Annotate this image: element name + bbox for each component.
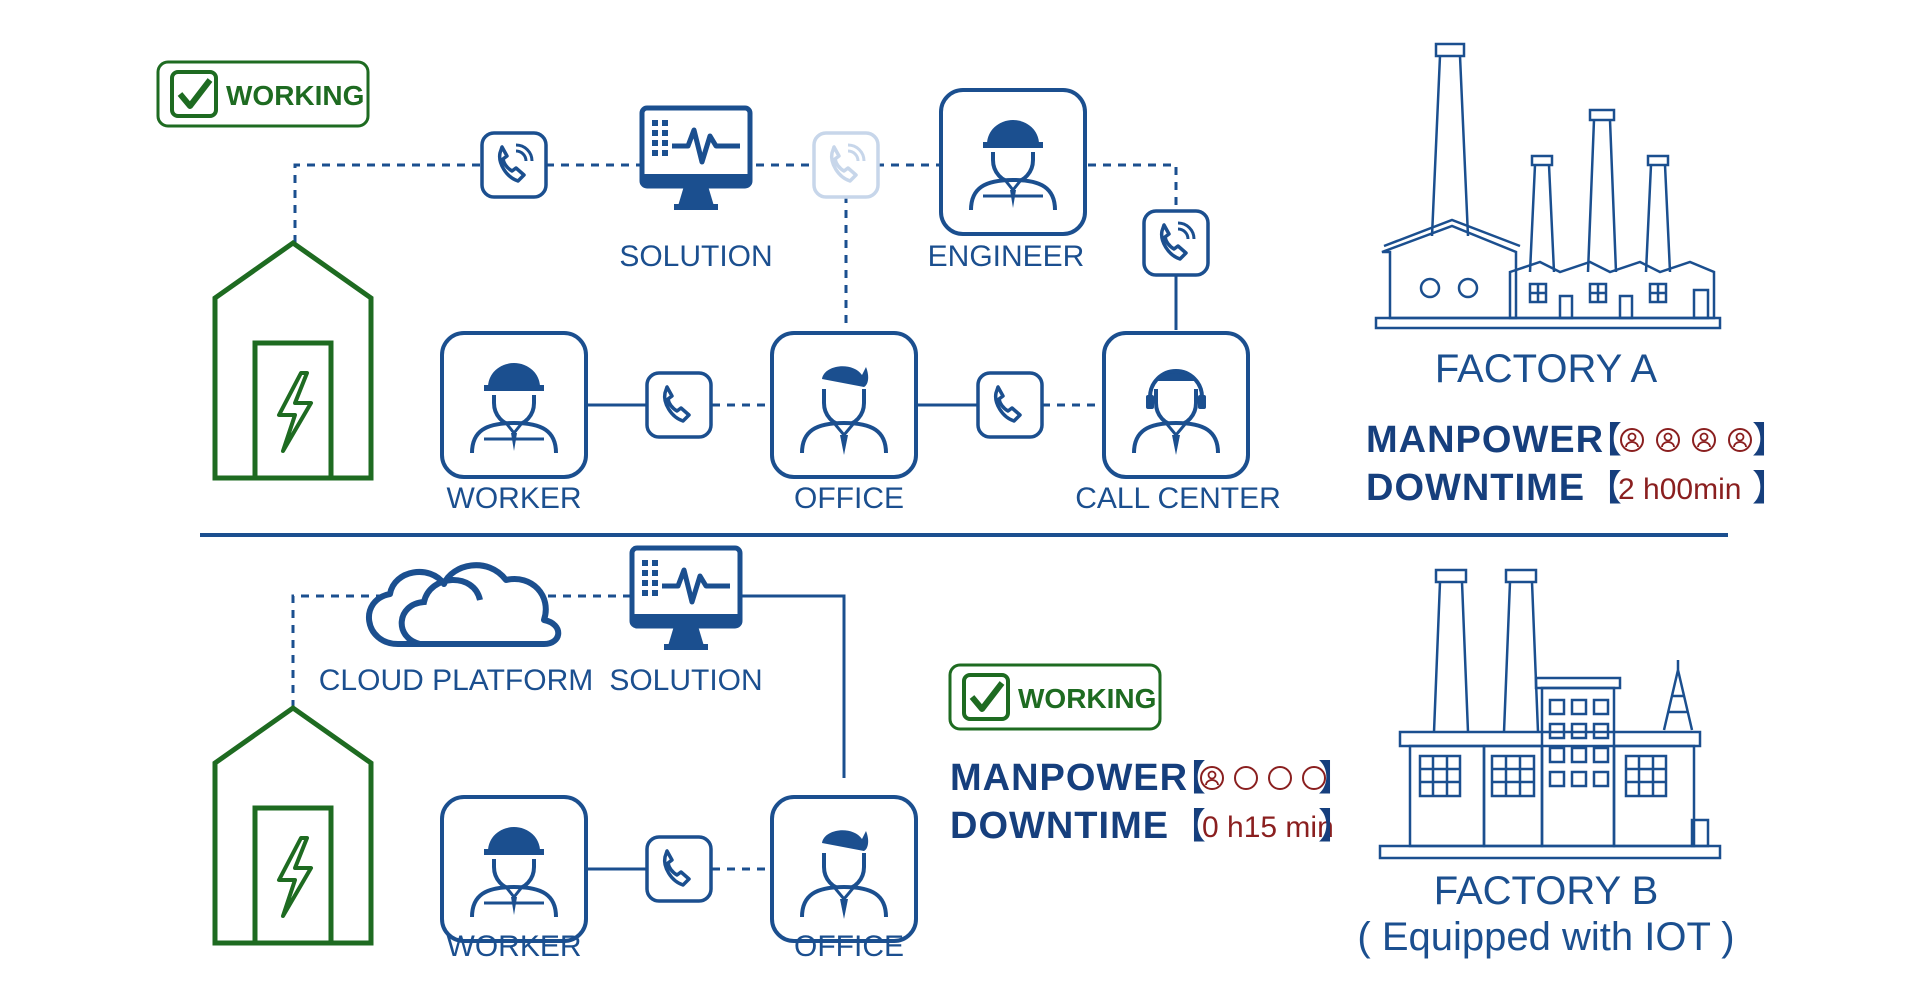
label-call-center: CALL CENTER [1075,482,1281,515]
call-center-tile [1102,331,1250,479]
working-badge-bottom: WORKING [950,665,1160,729]
monitor-icon [632,548,740,650]
person-circle-icon [1656,428,1680,452]
monitor-icon [642,108,750,210]
bracket-open: 【 [1586,420,1622,461]
manpower-label: MANPOWER [1366,419,1604,461]
downtime-value-b: 0 h15 min [1202,811,1334,844]
working-badge-text: WORKING [226,80,364,111]
top-section: WORKING SOLUTION ENGINEER [158,42,1788,515]
downtime-label: DOWNTIME [950,805,1169,847]
phone-icon [1142,209,1210,277]
factory-a-icon [1374,42,1722,330]
power-house-icon [215,243,371,478]
label-office: OFFICE [794,930,904,963]
cloud-icon [365,562,562,647]
label-engineer: ENGINEER [928,240,1085,273]
label-office: OFFICE [794,482,904,515]
factory-b-subtitle: ( Equipped with IOT ) [1357,915,1734,959]
downtime-value-a: 2 h00min [1618,473,1741,506]
phone-icon [976,371,1044,439]
phone-icon-faded [812,131,880,199]
connector-house-phone [293,163,510,243]
manpower-icons-a [1620,428,1752,452]
worker-tile [440,795,588,943]
bracket-close: 】 [1752,468,1788,509]
working-badge-text: WORKING [1018,683,1156,714]
person-circle-icon [1728,428,1752,452]
factory-b-title: FACTORY B [1434,869,1659,913]
connector-engineer-callcenter [1088,163,1178,210]
office-tile [770,331,918,479]
power-house-icon [215,708,371,943]
manpower-row-a: MANPOWER 【 】 [1366,419,1788,461]
phone-icon [645,371,713,439]
person-circle-icon [1692,428,1716,452]
empty-circle-icon [1268,766,1292,790]
bracket-close: 】 [1318,758,1354,799]
bracket-open: 【 [1586,468,1622,509]
engineer-tile [939,88,1087,236]
label-worker: WORKER [447,482,582,515]
person-circle-icon [1200,766,1224,790]
label-worker: WORKER [447,930,582,963]
empty-circle-icon [1302,766,1326,790]
label-solution: SOLUTION [619,240,772,273]
factory-b-icon [1378,568,1722,860]
office-tile [770,795,918,943]
bracket-close: 】 [1752,420,1788,461]
bracket-close: 】 [1318,806,1354,847]
label-solution: SOLUTION [609,664,762,697]
downtime-label: DOWNTIME [1366,467,1585,509]
phone-icon [645,835,713,903]
bottom-section: CLOUD PLATFORM SOLUTION WORKER OFFICE WO… [215,548,1735,963]
working-badge-top: WORKING [158,62,368,126]
connector-solution-office [740,594,846,778]
downtime-row-b: DOWNTIME 【 0 h15 min 】 [950,805,1354,847]
bracket-open: 【 [1170,806,1206,847]
manpower-icons-b [1200,766,1326,790]
worker-tile [440,331,588,479]
connector-house-cloud [291,594,380,708]
label-cloud-platform: CLOUD PLATFORM [319,664,593,697]
person-circle-icon [1620,428,1644,452]
downtime-row-a: DOWNTIME 【 2 h00min 】 [1366,467,1788,509]
factory-a-title: FACTORY A [1435,347,1658,391]
empty-circle-icon [1234,766,1258,790]
phone-icon [480,131,548,199]
manpower-row-b: MANPOWER 【 】 [950,757,1354,799]
manpower-label: MANPOWER [950,757,1188,799]
